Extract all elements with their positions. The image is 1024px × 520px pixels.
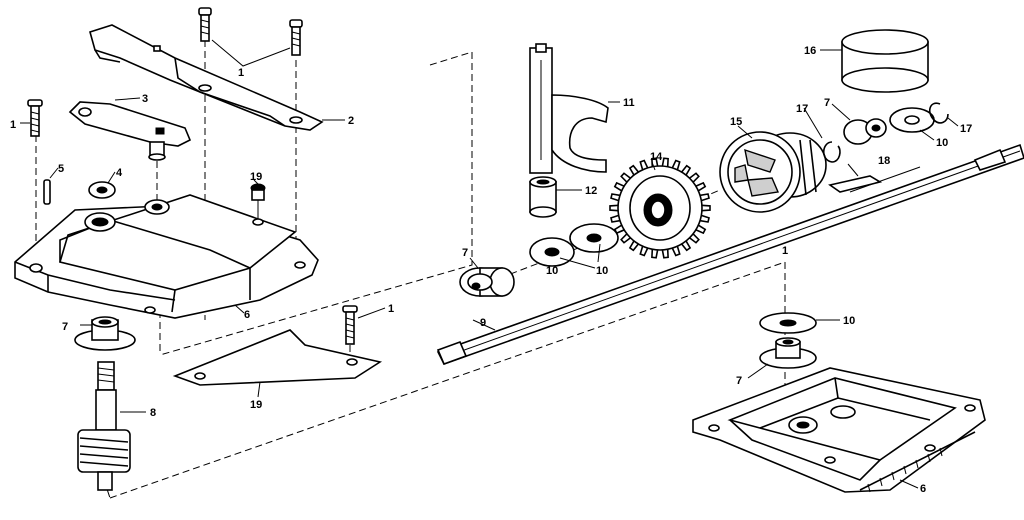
- label-18: 18: [878, 155, 890, 167]
- label-17-b: 17: [960, 123, 972, 135]
- label-14: 14: [650, 151, 663, 163]
- label-1-top: 1: [238, 67, 244, 79]
- clip-b-part: [928, 102, 949, 124]
- label-10-c: 10: [546, 265, 558, 277]
- screw-left-part: [27, 99, 43, 137]
- washer-left-part: [88, 181, 116, 199]
- leader-lines: [20, 49, 959, 489]
- label-8: 8: [150, 407, 156, 419]
- bracket-part: [89, 24, 324, 131]
- housing-left-part: [14, 194, 319, 319]
- clutch-part: [719, 131, 827, 213]
- label-17-a: 17: [796, 103, 808, 115]
- label-10-d: 10: [843, 315, 855, 327]
- label-1-left: 1: [10, 119, 16, 131]
- pin-part: [43, 179, 51, 205]
- label-3: 3: [142, 93, 148, 105]
- worm-shaft-part: [77, 361, 131, 491]
- label-10-a: 10: [596, 265, 608, 277]
- washer-c-part: [529, 237, 575, 267]
- screw-mid-part: [342, 305, 358, 345]
- key-part: [828, 175, 883, 193]
- bushing-left-part: [74, 316, 136, 351]
- screw-pair-top: [198, 7, 303, 67]
- label-6-left: 6: [244, 309, 250, 321]
- collar-part: [529, 176, 557, 218]
- axle-part: [436, 143, 1024, 366]
- washer-e-part: [759, 312, 817, 334]
- label-1-right: 1: [782, 245, 788, 257]
- cap-part: [841, 29, 929, 93]
- label-7-a: 7: [824, 97, 830, 109]
- washer-b-part: [889, 107, 935, 133]
- label-5: 5: [58, 163, 64, 175]
- label-2: 2: [348, 115, 354, 127]
- bushing-c-part: [759, 337, 817, 369]
- label-7-left: 7: [62, 321, 68, 333]
- label-6-right: 6: [920, 483, 926, 495]
- bushing-a-part: [843, 118, 887, 145]
- washer-d-part: [569, 223, 619, 253]
- housing-right-part: [692, 367, 986, 493]
- arm-part: [68, 101, 192, 161]
- shift-fork-part: [529, 43, 609, 174]
- label-7-b: 7: [462, 247, 468, 259]
- label-19-bottom: 19: [250, 399, 262, 411]
- label-4: 4: [116, 167, 123, 179]
- label-12: 12: [585, 185, 597, 197]
- label-19-top: 19: [250, 171, 262, 183]
- gear-part: [609, 157, 711, 259]
- label-16: 16: [804, 45, 816, 57]
- label-1-mid: 1: [388, 303, 394, 315]
- label-7-c: 7: [736, 375, 742, 387]
- label-11: 11: [623, 97, 635, 109]
- label-9: 9: [480, 317, 486, 329]
- label-10-b: 10: [936, 137, 948, 149]
- label-15: 15: [730, 116, 742, 128]
- bushing-b-part: [459, 267, 515, 297]
- callout-labels: 1 2 3 4 5 6 7 8 9 10 10 11 12 14 15 16 1…: [10, 45, 972, 495]
- plate-part: [172, 329, 383, 386]
- clip-a-part: [822, 141, 841, 163]
